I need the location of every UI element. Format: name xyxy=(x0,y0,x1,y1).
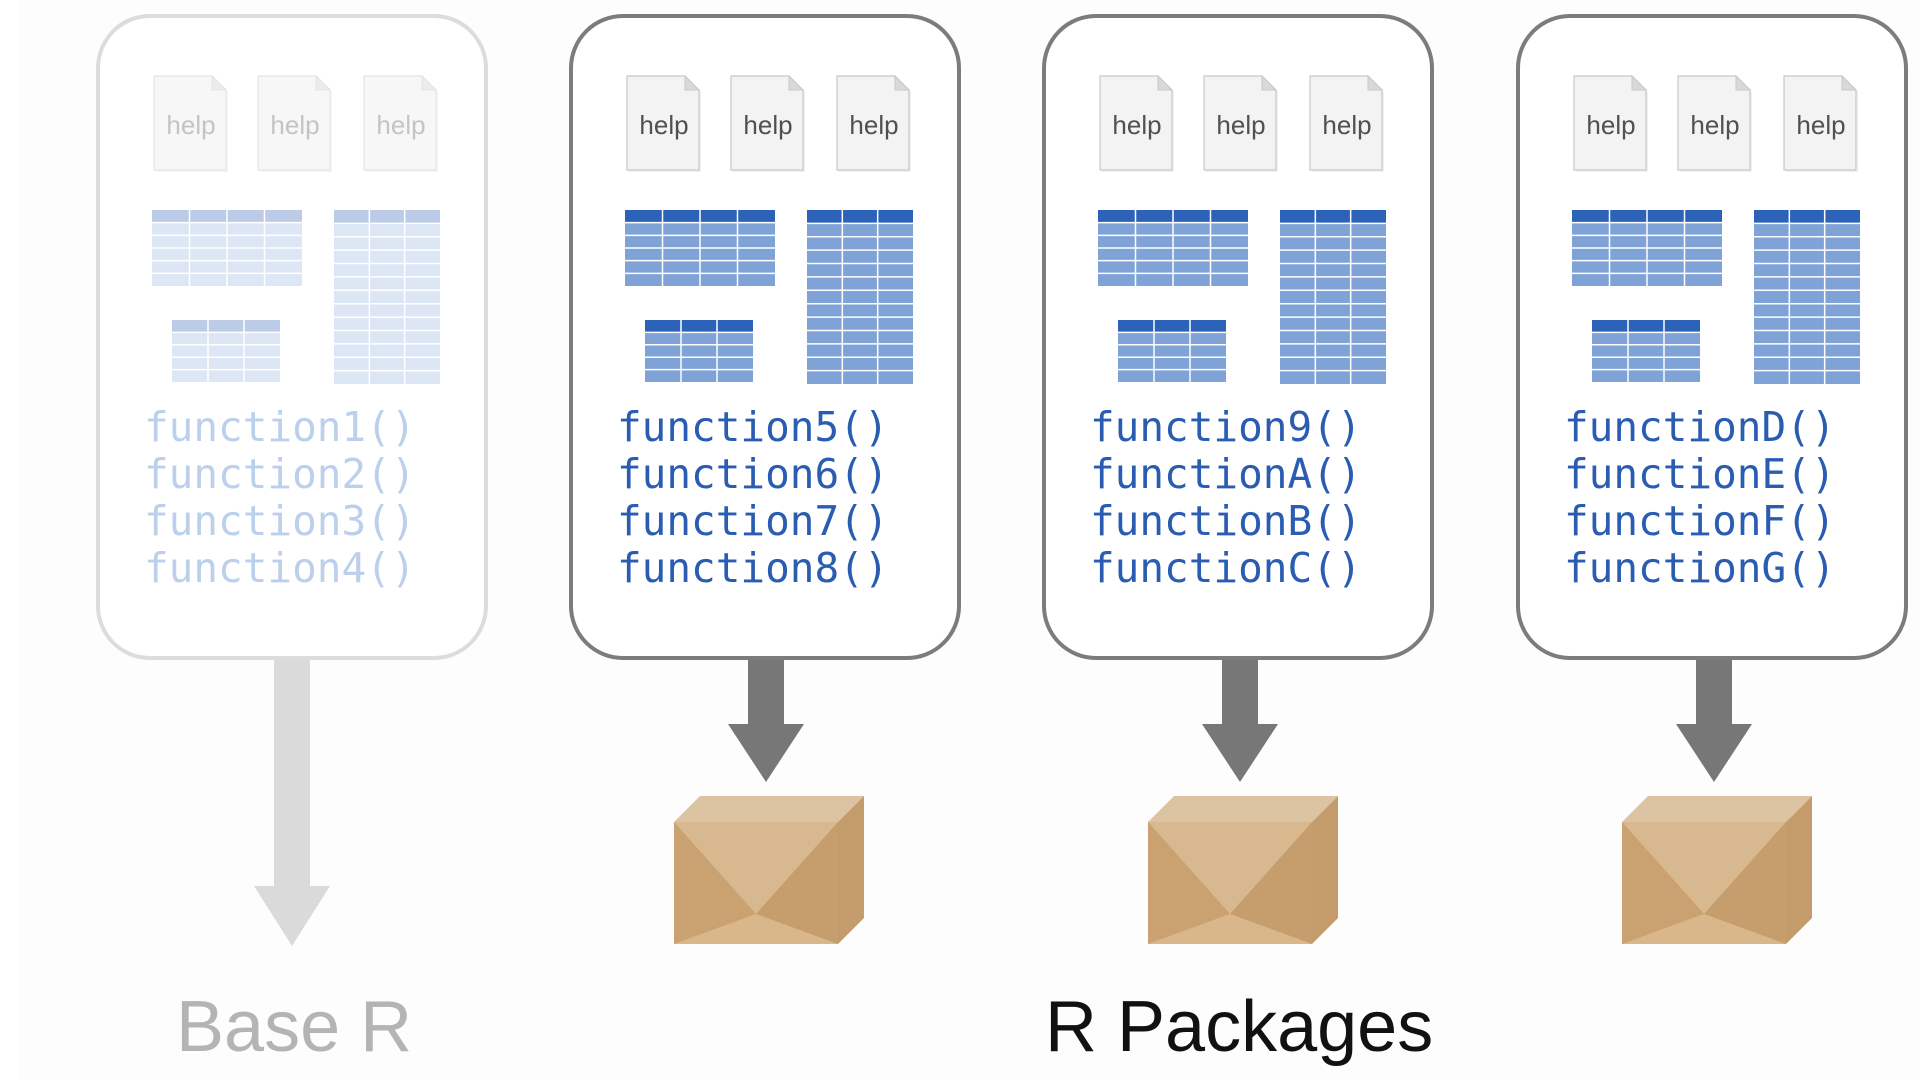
package-box-icon xyxy=(674,796,864,944)
table-icon xyxy=(1280,210,1386,384)
help-label: help xyxy=(639,110,689,140)
function-name: functionB() xyxy=(1090,497,1362,545)
table-icon xyxy=(1592,320,1700,382)
function-list: function9() functionA() functionB() func… xyxy=(1090,404,1362,592)
help-document-icon: help xyxy=(1782,74,1860,174)
function-list: function5() function6() function7() func… xyxy=(617,404,889,592)
function-name: function9() xyxy=(1090,403,1362,451)
help-label: help xyxy=(1796,110,1846,140)
help-label: help xyxy=(1690,110,1740,140)
table-icon xyxy=(1754,210,1860,384)
help-label: help xyxy=(1586,110,1636,140)
arrow-down-icon xyxy=(1202,660,1278,782)
document-icon xyxy=(1573,74,1648,172)
table-icon xyxy=(1118,320,1226,382)
document-icon xyxy=(1203,74,1278,172)
table-icon xyxy=(1098,210,1248,286)
function-name: function6() xyxy=(617,450,889,498)
help-document-icon: help xyxy=(729,74,807,174)
data-table-icon xyxy=(1592,320,1700,382)
arrow-down-icon xyxy=(1676,660,1752,782)
help-label: help xyxy=(743,110,793,140)
data-table-icon xyxy=(1754,210,1860,384)
help-document-icon: help xyxy=(1572,74,1650,174)
package-box-icon xyxy=(1622,796,1812,944)
document-icon xyxy=(626,74,701,172)
help-document-icon: help xyxy=(835,74,913,174)
function-name: function4() xyxy=(144,544,416,592)
document-icon xyxy=(836,74,911,172)
package-card: help help help function9() functionA() f… xyxy=(1042,14,1434,660)
help-label: help xyxy=(166,110,216,140)
function-list: functionD() functionE() functionF() func… xyxy=(1564,404,1836,592)
function-name: function3() xyxy=(144,497,416,545)
function-name: functionF() xyxy=(1564,497,1836,545)
help-document-icon: help xyxy=(1098,74,1176,174)
function-name: functionG() xyxy=(1564,544,1836,592)
data-table-icon xyxy=(1118,320,1226,382)
r-packages-label: R Packages xyxy=(1045,987,1434,1067)
package-card-base: help help help function1() function2() f… xyxy=(96,14,488,660)
help-label: help xyxy=(270,110,320,140)
data-table-icon xyxy=(1572,210,1722,286)
table-icon xyxy=(625,210,775,286)
document-icon xyxy=(257,74,332,172)
help-label: help xyxy=(1112,110,1162,140)
table-icon xyxy=(1572,210,1722,286)
data-table-icon xyxy=(625,210,775,286)
help-document-icon: help xyxy=(625,74,703,174)
table-icon xyxy=(152,210,302,286)
data-table-icon xyxy=(807,210,913,384)
data-table-icon xyxy=(1280,210,1386,384)
help-document-icon: help xyxy=(256,74,334,174)
document-icon xyxy=(1783,74,1858,172)
function-name: function5() xyxy=(617,403,889,451)
data-table-icon xyxy=(172,320,280,382)
table-icon xyxy=(645,320,753,382)
function-name: functionC() xyxy=(1090,544,1362,592)
data-table-icon xyxy=(1098,210,1248,286)
table-icon xyxy=(172,320,280,382)
function-name: function7() xyxy=(617,497,889,545)
arrow-down-icon xyxy=(728,660,804,782)
help-label: help xyxy=(1216,110,1266,140)
document-icon xyxy=(1677,74,1752,172)
function-name: function1() xyxy=(144,403,416,451)
help-document-icon: help xyxy=(1676,74,1754,174)
function-name: function8() xyxy=(617,544,889,592)
help-label: help xyxy=(1322,110,1372,140)
base-r-label: Base R xyxy=(176,987,413,1067)
document-icon xyxy=(1099,74,1174,172)
help-document-icon: help xyxy=(152,74,230,174)
data-table-icon xyxy=(334,210,440,384)
table-icon xyxy=(334,210,440,384)
function-name: functionD() xyxy=(1564,403,1836,451)
function-name: functionA() xyxy=(1090,450,1362,498)
function-list: function1() function2() function3() func… xyxy=(144,404,416,592)
table-icon xyxy=(807,210,913,384)
help-label: help xyxy=(849,110,899,140)
data-table-icon xyxy=(645,320,753,382)
data-table-icon xyxy=(152,210,302,286)
package-card: help help help functionD() functionE() f… xyxy=(1516,14,1908,660)
arrow-down-icon xyxy=(254,660,330,946)
function-name: function2() xyxy=(144,450,416,498)
package-box-icon xyxy=(1148,796,1338,944)
help-document-icon: help xyxy=(1308,74,1386,174)
help-document-icon: help xyxy=(362,74,440,174)
document-icon xyxy=(363,74,438,172)
document-icon xyxy=(153,74,228,172)
document-icon xyxy=(730,74,805,172)
package-card: help help help function5() function6() f… xyxy=(569,14,961,660)
document-icon xyxy=(1309,74,1384,172)
function-name: functionE() xyxy=(1564,450,1836,498)
help-document-icon: help xyxy=(1202,74,1280,174)
help-label: help xyxy=(376,110,426,140)
